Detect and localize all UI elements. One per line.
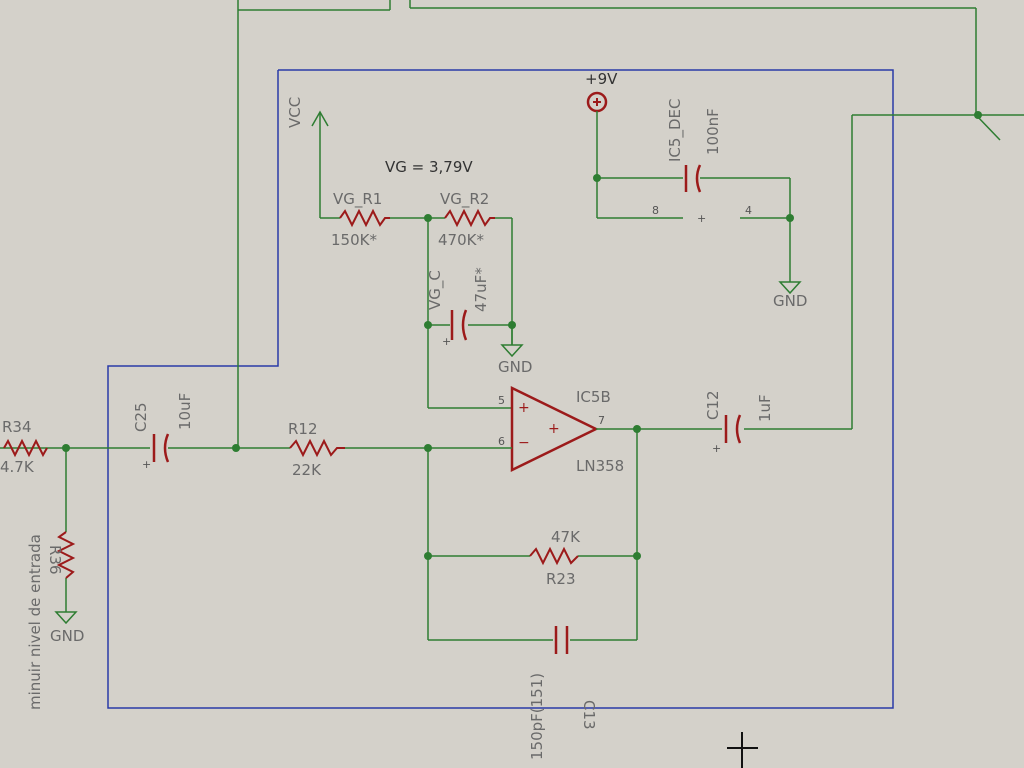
c12-name: C12 bbox=[704, 390, 722, 420]
r12-name: R12 bbox=[288, 420, 318, 438]
resistor-r34[interactable]: R34 4.7K bbox=[0, 418, 48, 476]
c25-value: 10uF bbox=[176, 393, 194, 430]
vg-c-polarity: + bbox=[442, 335, 451, 348]
ic5-dec-value: 100nF bbox=[704, 108, 722, 155]
c12-value: 1uF bbox=[756, 394, 774, 422]
pin-6-label: 6 bbox=[498, 435, 505, 448]
c13-value: 150pF(151) bbox=[528, 673, 546, 760]
output-wires bbox=[596, 115, 853, 640]
ground-symbol-input: GND bbox=[50, 611, 84, 645]
resistor-r23[interactable]: 47K R23 bbox=[529, 528, 581, 588]
supply-label: +9V bbox=[585, 70, 618, 88]
capacitor-ic5-dec[interactable]: IC5_DEC 100nF bbox=[666, 99, 722, 193]
ground-symbol-power: GND bbox=[773, 281, 807, 310]
r34-value: 4.7K bbox=[0, 458, 35, 476]
r36-name: R36 bbox=[46, 545, 64, 575]
resistor-vg-r1[interactable]: VG_R1 150K* bbox=[331, 190, 390, 249]
pin-7-label: 7 bbox=[598, 414, 605, 427]
ground-symbol-divider: GND bbox=[498, 325, 532, 376]
opamp-ic5b[interactable]: + − + IC5B LN358 5 6 7 bbox=[498, 385, 624, 475]
top-bus-wires bbox=[237, 0, 1024, 450]
c12-polarity: + bbox=[712, 442, 721, 455]
vg-r2-name: VG_R2 bbox=[440, 190, 489, 209]
r23-name: R23 bbox=[546, 570, 576, 588]
gnd-label-power: GND bbox=[773, 292, 807, 310]
capacitor-vg-c[interactable]: + VG_C 47uF* bbox=[426, 267, 490, 348]
r12-value: 22K bbox=[292, 461, 322, 479]
decoupling-wires bbox=[593, 174, 794, 282]
vcc-label: VCC bbox=[286, 97, 304, 128]
supply-9v-symbol: +9V bbox=[585, 70, 618, 218]
c25-polarity: + bbox=[142, 458, 151, 471]
capacitor-c25[interactable]: + C25 10uF bbox=[132, 393, 194, 471]
divider-wires bbox=[320, 214, 516, 409]
c13-name: C13 bbox=[580, 700, 598, 730]
feedback-wires bbox=[424, 552, 641, 641]
opamp-plus-input: + bbox=[518, 400, 530, 416]
vg-r2-value: 470K* bbox=[438, 231, 484, 249]
section-frame bbox=[107, 69, 894, 709]
capacitor-c13[interactable]: 150pF(151) C13 bbox=[528, 626, 598, 760]
resistor-r12[interactable]: R12 22K bbox=[288, 420, 345, 479]
power-plus-label: + bbox=[697, 212, 706, 225]
pin-5-label: 5 bbox=[498, 394, 505, 407]
opamp-value: LN358 bbox=[576, 457, 624, 475]
opamp-name: IC5B bbox=[576, 388, 611, 406]
input-wires bbox=[0, 444, 512, 640]
ic5-dec-name: IC5_DEC bbox=[666, 99, 685, 162]
gnd-label-input: GND bbox=[50, 627, 84, 645]
opamp-minus-input: − bbox=[518, 435, 530, 451]
pin-4-label: 4 bbox=[745, 204, 752, 217]
gnd-label-divider: GND bbox=[498, 358, 532, 376]
vg-note: VG = 3,79V bbox=[385, 158, 473, 176]
vcc-symbol: VCC bbox=[286, 97, 329, 218]
vg-r1-name: VG_R1 bbox=[333, 190, 382, 209]
cursor-crosshair bbox=[727, 732, 758, 768]
vg-c-value: 47uF* bbox=[472, 267, 490, 312]
vg-c-name: VG_C bbox=[426, 270, 445, 310]
opamp-center-mark: + bbox=[548, 421, 560, 437]
capacitor-c12[interactable]: + C12 1uF bbox=[704, 390, 774, 455]
side-note: minuir nivel de entrada bbox=[26, 534, 44, 710]
resistor-vg-r2[interactable]: VG_R2 470K* bbox=[438, 190, 495, 249]
r34-name: R34 bbox=[2, 418, 32, 436]
r23-value: 47K bbox=[551, 528, 581, 546]
vg-r1-value: 150K* bbox=[331, 231, 377, 249]
c25-name: C25 bbox=[132, 402, 150, 432]
pin-8-label: 8 bbox=[652, 204, 659, 217]
resistor-r36[interactable]: R36 bbox=[46, 531, 76, 579]
